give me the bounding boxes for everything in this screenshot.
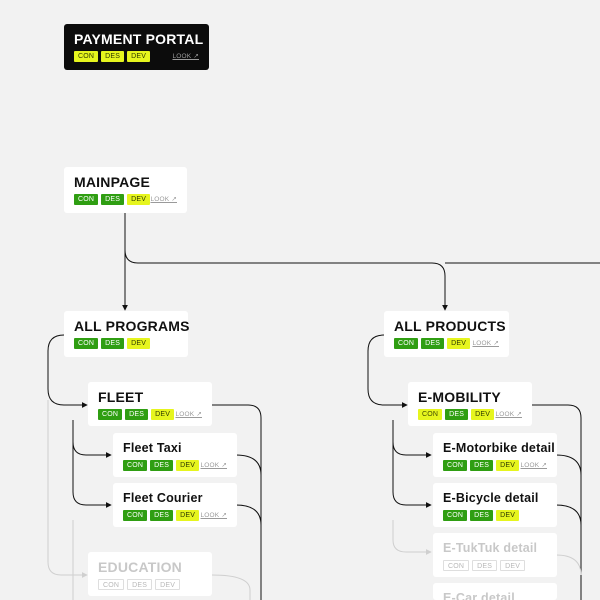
- tag-des: DES: [470, 460, 494, 471]
- tag-dev: DEV: [447, 338, 471, 349]
- node-title: PAYMENT PORTAL: [74, 31, 204, 47]
- connector-e-motorbike-return: [555, 454, 582, 476]
- look-link[interactable]: LOOK ↗: [150, 196, 177, 203]
- status-tags: CON DES DEV LOOK ↗: [418, 409, 522, 420]
- connector-fleet-to-fleet-courier: [72, 442, 112, 508]
- node-e-motorbike-detail[interactable]: E-Motorbike detail CON DES DEV LOOK ↗: [433, 433, 557, 477]
- connector-all-programs-to-education: [47, 400, 88, 578]
- tag-des: DES: [101, 338, 125, 349]
- tag-con: CON: [98, 579, 125, 590]
- tag-con: CON: [394, 338, 419, 349]
- node-title: E-MOBILITY: [418, 389, 501, 405]
- tag-con: CON: [123, 460, 148, 471]
- tag-dev: DEV: [500, 560, 526, 571]
- node-fleet-taxi[interactable]: Fleet Taxi CON DES DEV LOOK ↗: [113, 433, 237, 477]
- look-link[interactable]: LOOK ↗: [495, 411, 522, 418]
- node-title: E-Car detail: [443, 591, 515, 600]
- tag-con: CON: [98, 409, 123, 420]
- connector-e-tuktuk-return: [555, 554, 582, 576]
- node-title: E-TukTuk detail: [443, 541, 538, 555]
- status-tags: CON DES DEV: [443, 510, 547, 521]
- status-tags: CON DES DEV LOOK ↗: [98, 409, 202, 420]
- status-tags: CON DES DEV LOOK ↗: [74, 194, 177, 205]
- node-e-bicycle-detail[interactable]: E-Bicycle detail CON DES DEV: [433, 483, 557, 527]
- tag-des: DES: [445, 409, 469, 420]
- tag-des: DES: [150, 510, 174, 521]
- node-title: ALL PROGRAMS: [74, 318, 190, 334]
- tag-dev: DEV: [127, 194, 151, 205]
- tag-dev: DEV: [155, 579, 181, 590]
- tag-con: CON: [418, 409, 443, 420]
- tag-con: CON: [443, 510, 468, 521]
- tag-con: CON: [74, 51, 99, 62]
- node-title: EDUCATION: [98, 559, 182, 575]
- tag-dev: DEV: [151, 409, 175, 420]
- tag-des: DES: [150, 460, 174, 471]
- status-tags: CON DES DEV LOOK ↗: [74, 51, 199, 62]
- tag-dev: DEV: [176, 460, 200, 471]
- tag-dev: DEV: [471, 409, 495, 420]
- status-tags: CON DES DEV: [443, 560, 547, 571]
- status-tags: CON DES DEV LOOK ↗: [443, 460, 547, 471]
- look-link[interactable]: LOOK ↗: [175, 411, 202, 418]
- tag-des: DES: [421, 338, 445, 349]
- tag-des: DES: [125, 409, 149, 420]
- node-payment-portal[interactable]: PAYMENT PORTAL CON DES DEV LOOK ↗: [64, 24, 209, 70]
- node-title: E-Bicycle detail: [443, 491, 539, 505]
- connector-e-mobility-to-e-bicycle: [392, 442, 432, 508]
- node-title: Fleet Taxi: [123, 441, 182, 455]
- tag-des: DES: [101, 194, 125, 205]
- tag-dev: DEV: [176, 510, 200, 521]
- node-mainpage[interactable]: MAINPAGE CON DES DEV LOOK ↗: [64, 167, 187, 213]
- tag-des: DES: [470, 510, 494, 521]
- status-tags: CON DES DEV: [74, 338, 178, 349]
- node-title: E-Motorbike detail: [443, 441, 555, 455]
- tag-dev: DEV: [496, 510, 520, 521]
- status-tags: CON DES DEV: [98, 579, 202, 590]
- node-title: Fleet Courier: [123, 491, 203, 505]
- node-education[interactable]: EDUCATION CON DES DEV: [88, 552, 212, 596]
- look-link[interactable]: LOOK ↗: [472, 340, 499, 347]
- tag-dev: DEV: [127, 51, 151, 62]
- tag-con: CON: [74, 338, 99, 349]
- connector-e-bicycle-return: [555, 504, 582, 526]
- node-all-programs[interactable]: ALL PROGRAMS CON DES DEV: [64, 311, 190, 357]
- connector-education-return: [211, 574, 251, 600]
- look-link[interactable]: LOOK ↗: [520, 462, 547, 469]
- connector-fleet-taxi-return: [235, 454, 262, 476]
- node-title: FLEET: [98, 389, 144, 405]
- node-title: MAINPAGE: [74, 174, 151, 190]
- node-e-car-detail[interactable]: E-Car detail: [433, 583, 557, 600]
- tag-des: DES: [472, 560, 498, 571]
- look-link[interactable]: LOOK ↗: [200, 462, 227, 469]
- look-link[interactable]: LOOK ↗: [200, 512, 227, 519]
- node-all-products[interactable]: ALL PRODUCTS CON DES DEV LOOK ↗: [384, 311, 509, 357]
- node-title: ALL PRODUCTS: [394, 318, 506, 334]
- connector-e-mobility-to-e-tuktuk: [392, 520, 432, 555]
- status-tags: CON DES DEV LOOK ↗: [123, 460, 227, 471]
- node-fleet[interactable]: FLEET CON DES DEV LOOK ↗: [88, 382, 212, 426]
- connector-mainpage-to-all-products: [124, 249, 448, 311]
- tag-des: DES: [101, 51, 125, 62]
- connector-fleet-courier-return: [235, 504, 262, 526]
- node-e-mobility[interactable]: E-MOBILITY CON DES DEV LOOK ↗: [408, 382, 532, 426]
- node-fleet-courier[interactable]: Fleet Courier CON DES DEV LOOK ↗: [113, 483, 237, 527]
- tag-con: CON: [123, 510, 148, 521]
- tag-dev: DEV: [127, 338, 151, 349]
- status-tags: CON DES DEV LOOK ↗: [123, 510, 227, 521]
- status-tags: CON DES DEV LOOK ↗: [394, 338, 499, 349]
- tag-con: CON: [443, 560, 470, 571]
- tag-con: CON: [74, 194, 99, 205]
- tag-con: CON: [443, 460, 468, 471]
- tag-des: DES: [127, 579, 153, 590]
- tag-dev: DEV: [496, 460, 520, 471]
- look-link[interactable]: LOOK ↗: [172, 53, 199, 60]
- node-e-tuktuk-detail[interactable]: E-TukTuk detail CON DES DEV: [433, 533, 557, 577]
